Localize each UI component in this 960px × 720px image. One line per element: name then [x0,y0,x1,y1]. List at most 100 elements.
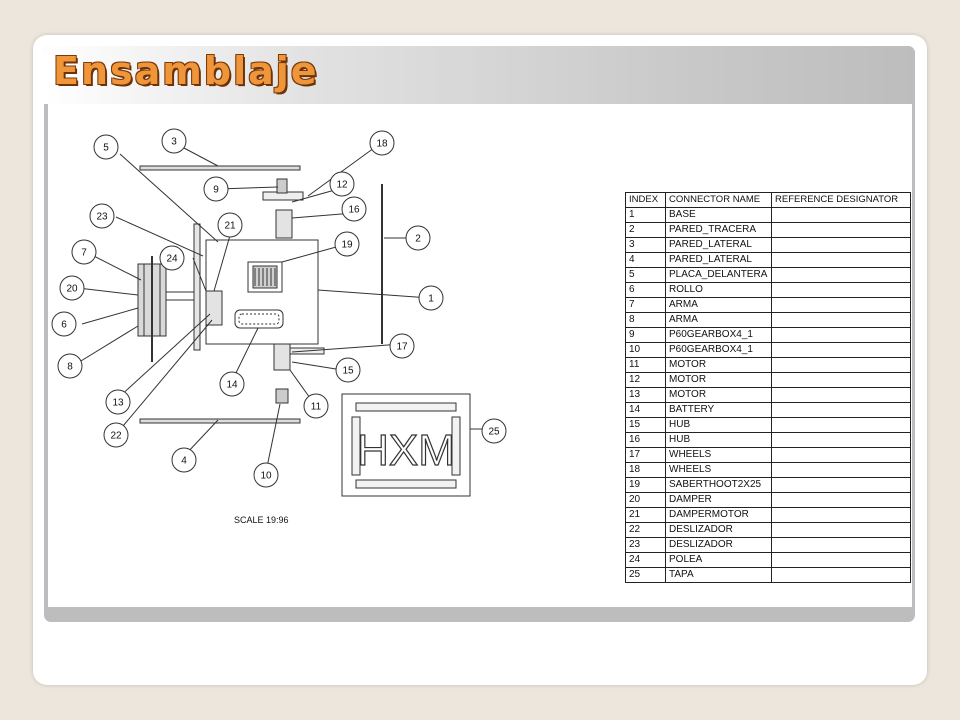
callout-label: 14 [226,380,238,391]
cell-index: 9 [625,327,666,343]
cell-connector-name: PARED_TRACERA [665,222,772,238]
callout-label: 9 [213,185,219,196]
callout-label: 17 [396,342,408,353]
cell-reference-designator [771,267,911,283]
cell-reference-designator [771,372,911,388]
callout-label: 18 [376,139,388,150]
callout-circle [335,357,361,383]
callout-circle [171,447,197,473]
cell-index: 21 [625,507,666,523]
callout-circle [405,225,431,251]
cell-index: 17 [625,447,666,463]
parts-table: INDEX CONNECTOR NAME REFERENCE DESIGNATO… [625,192,911,583]
cell-index: 14 [625,402,666,418]
callout-label: 20 [66,284,78,295]
callout-circle [57,353,83,379]
cell-index: 1 [625,207,666,223]
callout-circle [161,128,187,154]
cell-connector-name: ROLLO [665,282,772,298]
cell-reference-designator [771,252,911,268]
cell-connector-name: MOTOR [665,357,772,373]
motor-top [275,209,293,239]
cell-index: 22 [625,522,666,538]
cell-reference-designator [771,522,911,538]
callout-circle [303,393,329,419]
callout-circle [217,212,243,238]
callout-circle [219,371,245,397]
gearbox-top [276,178,288,194]
callout-circle [389,333,415,359]
cell-connector-name: TAPA [665,567,772,583]
cell-reference-designator [771,357,911,373]
cell-index: 5 [625,267,666,283]
cell-reference-designator [771,462,911,478]
cell-index: 3 [625,237,666,253]
callout-label: 22 [110,431,122,442]
cell-index: 12 [625,372,666,388]
callout-circle [329,171,355,197]
slide-content: HXM [48,104,912,607]
cell-reference-designator [771,282,911,298]
cell-index: 6 [625,282,666,298]
callout-label: 15 [342,366,354,377]
damper-motor [205,290,223,326]
header-index: INDEX [625,192,666,208]
callout-circle [203,176,229,202]
callout-group: 1234567891011121314151617181920212223242… [51,128,507,488]
callout-circle [334,231,360,257]
cell-index: 18 [625,462,666,478]
cell-connector-name: PLACA_DELANTERA [665,267,772,283]
callout-label: 25 [488,427,500,438]
callout-circle [253,462,279,488]
callout-label: 8 [67,362,73,373]
callout-label: 3 [171,137,177,148]
cell-reference-designator [771,507,911,523]
cell-reference-designator [771,402,911,418]
callout-label: 24 [166,254,178,265]
cell-index: 20 [625,492,666,508]
cell-reference-designator [771,222,911,238]
scale-label: SCALE 19:96 [234,515,289,525]
cell-connector-name: PARED_LATERAL [665,237,772,253]
cell-connector-name: MOTOR [665,387,772,403]
cell-reference-designator [771,552,911,568]
cell-index: 19 [625,477,666,493]
callout-label: 7 [81,248,87,259]
gearbox-bottom [275,388,289,404]
cell-reference-designator [771,342,911,358]
cell-connector-name: ARMA [665,312,772,328]
callout-label: 16 [348,205,360,216]
parts-table-header-row: INDEX CONNECTOR NAME REFERENCE DESIGNATO… [625,192,911,208]
cell-index: 23 [625,537,666,553]
cell-reference-designator [771,432,911,448]
cell-reference-designator [771,537,911,553]
cell-reference-designator [771,492,911,508]
cell-connector-name: BASE [665,207,772,223]
cell-index: 25 [625,567,666,583]
callout-circle [103,422,129,448]
callout-circle [59,275,85,301]
cell-connector-name: DAMPERMOTOR [665,507,772,523]
cell-reference-designator [771,447,911,463]
callout-circle [369,130,395,156]
callout-circle [93,134,119,160]
cell-index: 8 [625,312,666,328]
cell-reference-designator [771,327,911,343]
